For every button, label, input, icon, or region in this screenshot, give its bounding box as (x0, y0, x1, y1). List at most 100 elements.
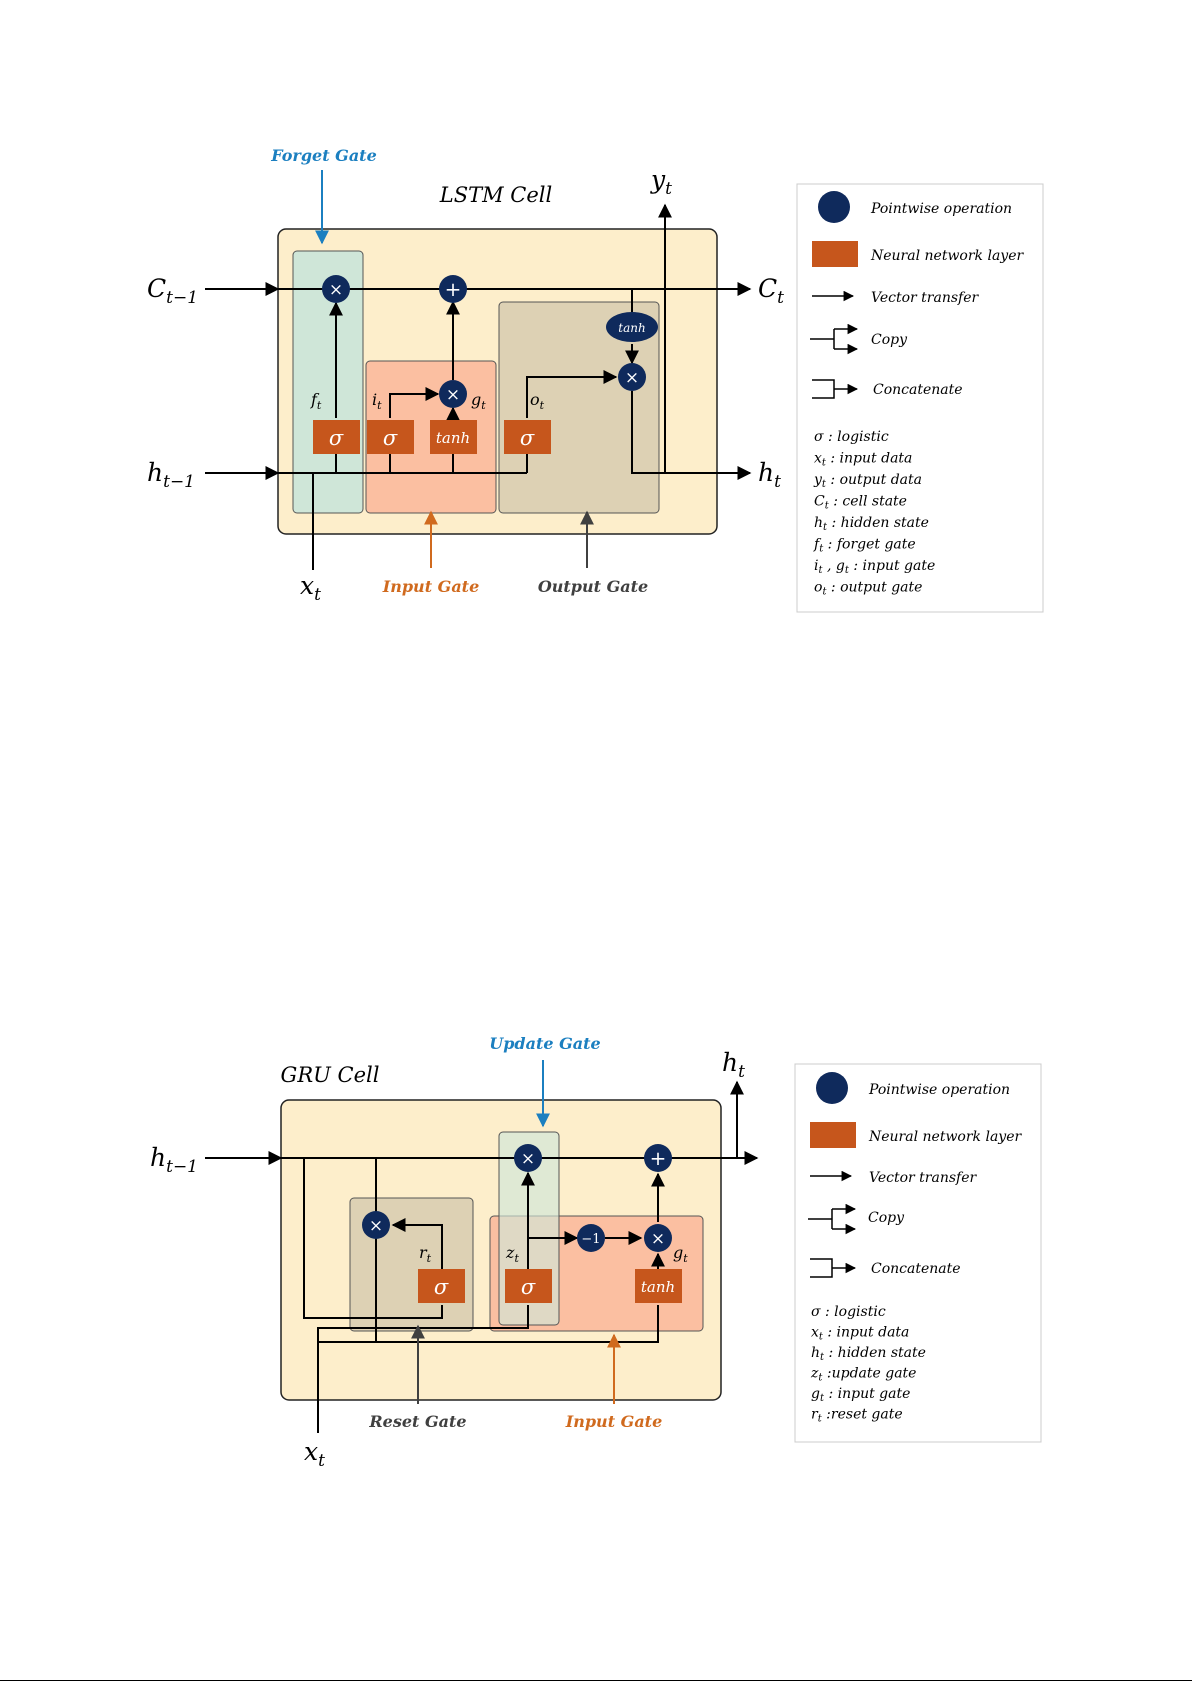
gru-legend-pointwise-label: Pointwise operation (868, 1082, 1010, 1098)
lstm-defs-item: it , gt : input gate (814, 558, 935, 576)
page-bottom-rule (0, 1680, 1192, 1681)
gru-legend-concat-icon (810, 1258, 857, 1278)
gru-x-in-label: xt (304, 1437, 325, 1471)
lstm-diagram: σ σ tanh σ × + × × tanh Ct−1 ht−1 Ct ht … (147, 146, 784, 605)
gru-update-gate-label: Update Gate (489, 1034, 600, 1053)
gru-reset-sigma-layer (418, 1269, 465, 1303)
lstm-forget-mult-symbol: × (329, 280, 343, 300)
lstm-output-mult-node (618, 363, 646, 391)
lstm-input-sigma-layer (367, 420, 414, 454)
gru-legend-concat-label: Concatenate (871, 1261, 961, 1277)
lstm-tanh-pointwise-node (606, 312, 658, 342)
gru-title: GRU Cell (281, 1063, 380, 1087)
lstm-forget-sigma-layer (313, 420, 360, 454)
gru-x-bus (318, 1305, 659, 1343)
gru-input-mult-node (644, 1224, 672, 1252)
lstm-c-out-label: Ct (758, 274, 784, 308)
gru-tanh-layer (635, 1269, 682, 1303)
gru-legend-layer-icon (810, 1122, 856, 1148)
gru-update-mult-symbol: × (521, 1149, 535, 1169)
gru-legend: Pointwise operation Neural network layer… (794, 1063, 1042, 1443)
lstm-defs-item: xt : input data (814, 451, 912, 469)
legend-vector-label: Vector transfer (871, 290, 979, 306)
gru-input-mult-symbol: × (651, 1229, 665, 1249)
gru-add-symbol: + (650, 1146, 667, 1170)
lstm-forget-mult-node (322, 275, 350, 303)
lstm-tanh-pointwise-label: tanh (618, 321, 645, 335)
gru-tanh-label: tanh (641, 1278, 675, 1296)
lstm-output-sigma: σ (520, 426, 535, 450)
lstm-output-gate-label: Output Gate (538, 577, 648, 596)
o-arrow (526, 370, 618, 418)
gru-add-node (644, 1144, 672, 1172)
lstm-forget-sigma: σ (329, 426, 344, 450)
gru-legend-copy-icon (808, 1203, 857, 1235)
lstm-f-label: ft (310, 390, 322, 412)
gru-defs-item: rt :reset gate (811, 1407, 903, 1425)
gru-legend-pointwise-icon (816, 1072, 848, 1104)
gru-g-label: gt (673, 1243, 688, 1265)
lstm-add-symbol: + (445, 277, 462, 301)
lstm-tanh-layer (430, 420, 477, 454)
gru-minus-one-symbol: −1 (581, 1232, 600, 1247)
lstm-output-mult-symbol: × (625, 368, 639, 388)
lstm-h-prev-label: ht−1 (147, 458, 195, 492)
lstm-output-sigma-layer (504, 420, 551, 454)
gru-input-gate-label: Input Gate (565, 1412, 663, 1431)
lstm-input-mult-symbol: × (446, 385, 460, 405)
legend-copy-icon (810, 323, 859, 355)
gru-legend-vector-label: Vector transfer (869, 1170, 977, 1186)
gru-update-mult-node (514, 1144, 542, 1172)
h-out-line (631, 391, 752, 480)
gru-defs-item: ht : hidden state (811, 1345, 926, 1363)
gru-update-sigma: σ (521, 1275, 536, 1299)
gru-definitions: σ : logistic xt : input data ht : hidden s… (810, 1304, 926, 1425)
lstm-input-sigma: σ (383, 426, 398, 450)
lstm-title: LSTM Cell (439, 183, 552, 207)
lstm-h-out-label: ht (758, 458, 781, 492)
gru-reset-gate-label: Reset Gate (368, 1412, 466, 1431)
lstm-c-prev-label: Ct−1 (147, 274, 198, 308)
i-arrow (389, 387, 440, 418)
gru-h-out-label: ht (722, 1048, 745, 1082)
lstm-output-region (498, 301, 660, 514)
legend-pointwise-label: Pointwise operation (870, 201, 1012, 217)
gru-h-prev-label: ht−1 (150, 1143, 198, 1177)
gru-r-arrow (391, 1218, 443, 1269)
legend-pointwise-icon (818, 191, 850, 223)
gru-legend-layer-label: Neural network layer (868, 1129, 1023, 1145)
lstm-g-label: gt (471, 390, 486, 412)
gru-update-sigma-layer (505, 1269, 552, 1303)
gru-reset-mult-node (362, 1211, 390, 1239)
lstm-input-gate-label: Input Gate (382, 577, 480, 596)
lstm-defs-item: ot : output gate (814, 580, 922, 598)
legend-concat-icon (812, 379, 859, 399)
gru-defs-item: xt : input data (811, 1325, 909, 1343)
gru-defs-item: zt :update gate (810, 1366, 916, 1384)
lstm-forget-gate-label: Forget Gate (270, 146, 377, 165)
lstm-defs-item: yt : output data (813, 472, 922, 490)
lstm-i-label: it (372, 390, 382, 412)
gru-z-label: zt (505, 1243, 519, 1265)
lstm-input-mult-node (439, 380, 467, 408)
gru-r-label: rt (419, 1243, 432, 1265)
gru-legend-copy-label: Copy (868, 1210, 905, 1226)
gru-defs-item: σ : logistic (811, 1304, 886, 1320)
lstm-definitions: σ : logistic xt : input data yt : output d… (813, 429, 935, 598)
lstm-defs-item: ht : hidden state (814, 515, 929, 533)
lstm-y-out-label: yt (650, 165, 672, 199)
gru-minus-one-node (577, 1224, 605, 1252)
lstm-add-node (439, 275, 467, 303)
lstm-defs-item: σ : logistic (814, 429, 889, 445)
legend-copy-label: Copy (871, 332, 908, 348)
gru-defs-item: gt : input gate (811, 1386, 910, 1404)
gru-reset-sigma: σ (434, 1275, 449, 1299)
lstm-tanh-label: tanh (436, 429, 470, 447)
legend-layer-icon (812, 241, 858, 267)
legend-concat-label: Concatenate (873, 382, 963, 398)
gru-reset-mult-symbol: × (369, 1216, 383, 1236)
lstm-o-label: ot (530, 390, 545, 412)
lstm-x-in-label: xt (300, 571, 321, 605)
lstm-defs-item: ft : forget gate (813, 537, 916, 555)
